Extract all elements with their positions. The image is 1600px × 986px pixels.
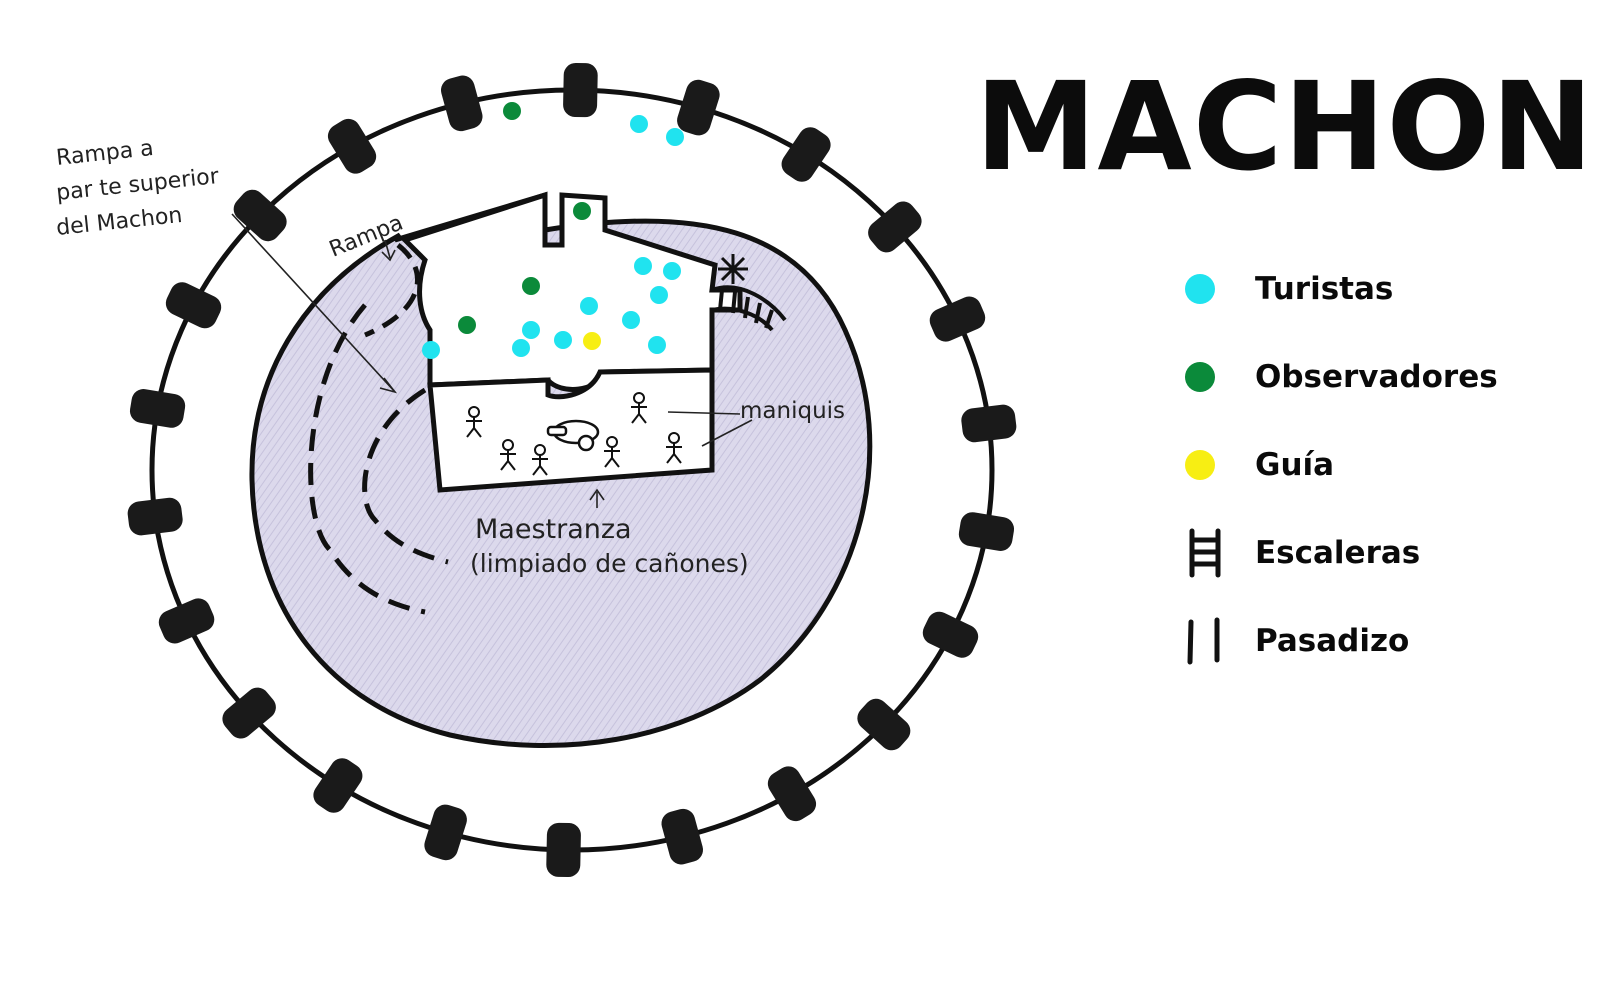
stairs-icon: [711, 285, 787, 332]
merlon: [961, 404, 1017, 443]
ramp-upper-arrow: [231, 213, 396, 393]
person-dot: [522, 321, 540, 339]
mannequin-icon: [604, 436, 620, 468]
merlon: [767, 766, 817, 822]
person-dot: [554, 331, 572, 349]
ramp-upper-arrowhead: [379, 377, 398, 394]
person-dot: [630, 115, 648, 133]
merlon: [677, 79, 720, 136]
merlon: [440, 75, 483, 132]
merlon: [129, 389, 186, 428]
ramp-upper-label-3: del Machon: [55, 203, 183, 241]
merlon: [868, 201, 922, 253]
person-dot: [622, 311, 640, 329]
person-dot: [666, 128, 684, 146]
legend-item-guia: Guía: [1185, 421, 1498, 509]
legend-label: Escaleras: [1255, 535, 1421, 571]
mannequins-label: maniquis: [740, 398, 845, 424]
merlon: [922, 611, 979, 658]
merlon: [563, 62, 598, 118]
people-group: [422, 102, 684, 359]
asterisk-mark: [718, 254, 748, 284]
mannequin-icon: [532, 444, 548, 476]
mannequin-pointer-2: [701, 419, 753, 447]
maestranza-arrowhead: [589, 488, 605, 501]
mannequin-icon: [666, 432, 682, 464]
person-dot: [583, 332, 601, 350]
ramp-arrowhead: [381, 249, 396, 262]
maestranza-label: Maestranza: [475, 514, 632, 545]
mannequin-pointer-1: [667, 411, 741, 415]
legend-label: Guía: [1255, 447, 1335, 483]
merlon: [233, 189, 287, 242]
merlon: [424, 804, 467, 861]
ramp-arrow: [384, 239, 391, 259]
page-title: MACHON: [975, 56, 1595, 198]
mannequin-icon: [500, 439, 516, 471]
mannequin-icon: [631, 392, 647, 424]
maestranza-sub-label: (limpiado de cañones): [470, 549, 749, 578]
merlon: [929, 296, 986, 342]
merlon: [222, 687, 276, 739]
merlon: [958, 512, 1015, 551]
legend-item-turistas: Turistas: [1185, 245, 1498, 333]
mannequin-icon: [466, 406, 482, 438]
ramp-lower-inner: [362, 387, 449, 565]
ramp-upper-label-2: par te superior: [55, 164, 221, 206]
person-dot: [634, 257, 652, 275]
merlon: [857, 698, 911, 751]
person-dot: [573, 202, 591, 220]
person-dot: [648, 336, 666, 354]
merlon: [313, 758, 363, 813]
merlon: [327, 118, 377, 174]
merlon-group: [127, 62, 1017, 878]
cyan-dot-icon: [1185, 274, 1215, 304]
person-dot: [458, 316, 476, 334]
legend-item-observadores: Observadores: [1185, 333, 1498, 421]
double-line-icon: [1187, 617, 1220, 665]
person-dot: [503, 102, 521, 120]
merlon: [158, 598, 215, 644]
ramp-lower-outer: [308, 303, 426, 615]
merlon: [781, 127, 831, 182]
merlon: [127, 497, 183, 536]
ramp-upper: [364, 243, 420, 338]
person-dot: [522, 277, 540, 295]
merlon: [661, 808, 704, 865]
legend: Turistas Observadores Guía Escaleras: [1185, 245, 1498, 685]
ramp-upper-label-1: Rampa a: [55, 136, 155, 171]
yellow-dot-icon: [1185, 450, 1215, 480]
person-dot: [422, 341, 440, 359]
legend-item-pasadizo: Pasadizo: [1185, 597, 1498, 685]
person-dot: [512, 339, 530, 357]
cannon-icon: [546, 419, 600, 452]
green-dot-icon: [1185, 362, 1215, 392]
legend-item-escaleras: Escaleras: [1185, 509, 1498, 597]
legend-label: Observadores: [1255, 359, 1498, 395]
person-dot: [650, 286, 668, 304]
person-dot: [580, 297, 598, 315]
legend-label: Pasadizo: [1255, 623, 1410, 659]
ladder-icon: [1189, 528, 1221, 578]
legend-label: Turistas: [1255, 271, 1394, 307]
merlon: [546, 822, 581, 878]
mannequin-group: [466, 392, 682, 476]
person-dot: [663, 262, 681, 280]
merlon: [165, 282, 222, 329]
